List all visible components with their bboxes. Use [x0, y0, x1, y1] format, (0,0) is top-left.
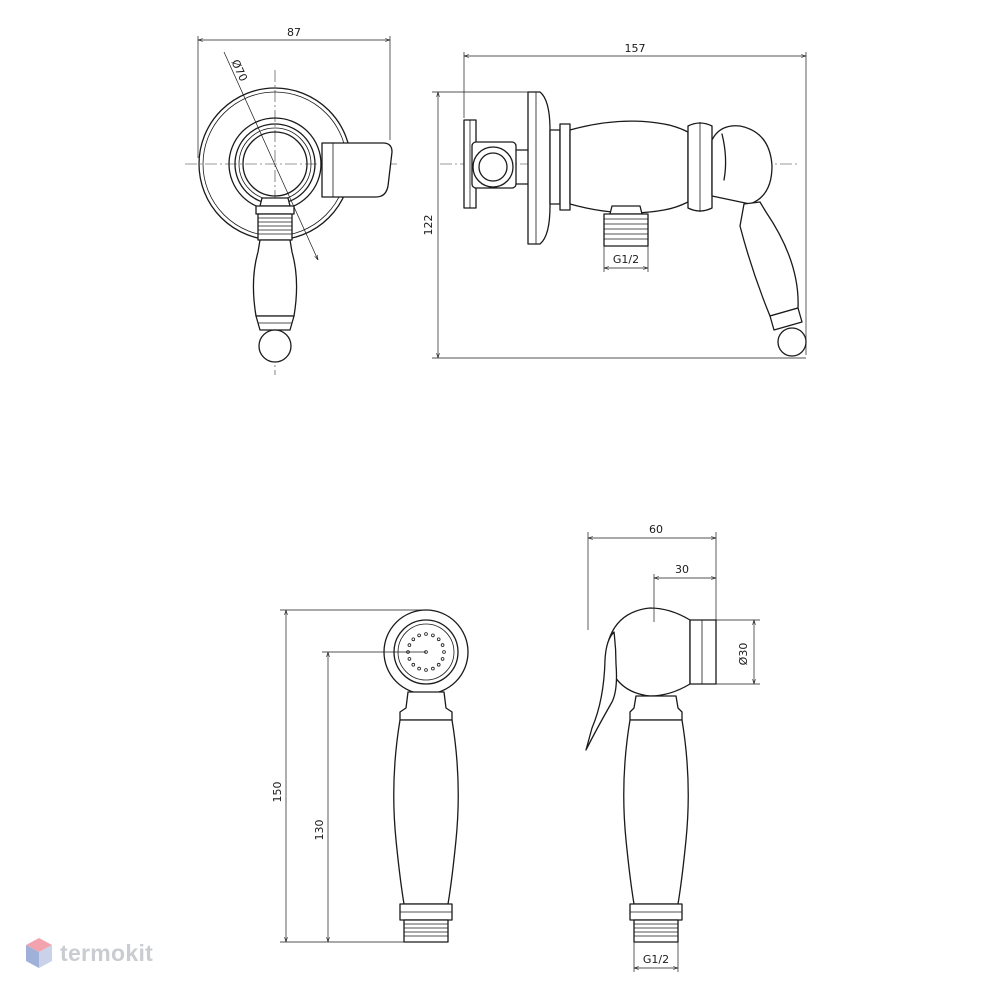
- handset-side-view: 60 30 Ø30 G1/2: [585, 523, 760, 972]
- handset-head-depth-label: 30: [675, 563, 689, 576]
- handset-height-label: 150: [271, 782, 284, 803]
- brand-logo: termokit: [24, 936, 153, 970]
- mixer-front-view: 87 Ø70: [185, 26, 400, 375]
- brand-name: termokit: [60, 939, 154, 966]
- handset-head-diameter-label: Ø30: [737, 643, 750, 666]
- side-height-label: 122: [422, 215, 435, 236]
- mixer-side-view: 157 122 G1/2: [422, 42, 807, 359]
- handset-front-view: 150 130: [271, 609, 469, 943]
- handset-depth-label: 60: [649, 523, 663, 536]
- cube-logo-icon: [26, 938, 52, 968]
- handset-outlet-height-label: 130: [313, 820, 326, 841]
- handset-thread-label: G1/2: [643, 953, 669, 966]
- front-width-label: 87: [287, 26, 301, 39]
- side-thread-label: G1/2: [613, 253, 639, 266]
- front-diameter-label: Ø70: [228, 58, 249, 84]
- side-length-label: 157: [625, 42, 646, 55]
